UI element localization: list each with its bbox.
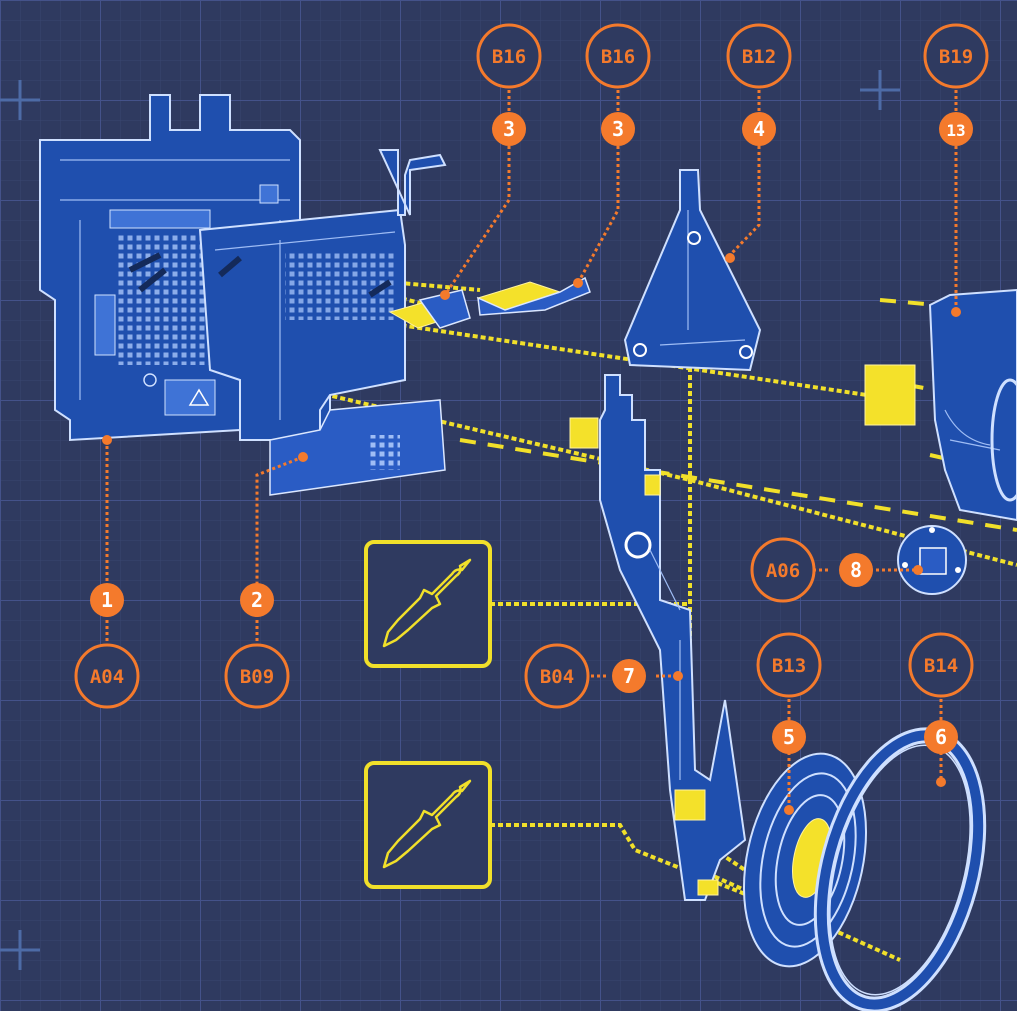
callout-3a: B16 3: [440, 23, 542, 300]
callout-number: 1: [101, 588, 113, 612]
part-triangle-bracket: [623, 169, 762, 372]
part-adhesive-pads: [388, 276, 591, 329]
callout-number: 3: [503, 117, 515, 141]
callout-7: B04 7: [524, 643, 683, 709]
callout-1: A04 1: [74, 435, 140, 709]
callout-code: B12: [742, 46, 776, 68]
callout-number: 3: [612, 117, 624, 141]
callout-number: 4: [753, 117, 765, 141]
callout-code: B09: [240, 666, 274, 688]
callout-code: B04: [540, 666, 574, 688]
part-second-board: [198, 149, 447, 496]
tool-box-2: [364, 761, 492, 889]
callout-code: B13: [772, 655, 806, 677]
part-long-arm: [569, 374, 747, 901]
callout-code: A06: [766, 560, 800, 582]
callout-code: B16: [601, 46, 635, 68]
callout-number: 8: [850, 558, 862, 582]
leader-lines: [105, 90, 958, 808]
callout-code: B19: [939, 46, 973, 68]
soldering-iron-icon: [382, 779, 472, 869]
callout-4: B12 4: [725, 23, 792, 263]
callout-5: B13 5: [756, 632, 822, 815]
callout-8: A06 8: [750, 537, 923, 603]
callout-6: B14 6: [908, 632, 974, 787]
callout-number: 13: [946, 121, 965, 140]
soldering-iron-icon: [382, 558, 472, 648]
callout-2: B09 2: [224, 452, 308, 709]
callout-3b: B16 3: [573, 23, 651, 288]
part-gear-disc: [897, 525, 967, 595]
registration-marks: [0, 70, 900, 970]
callout-code: A04: [90, 666, 124, 688]
callout-number: 7: [623, 664, 635, 688]
callout-number: 2: [251, 588, 263, 612]
callout-code: B14: [924, 655, 958, 677]
callout-number: 6: [935, 725, 947, 749]
callout-number: 5: [783, 725, 795, 749]
callout-13: B19 13: [923, 23, 989, 317]
callout-code: B16: [492, 46, 526, 68]
part-right-frame: [864, 288, 1017, 522]
tool-box-1: [364, 540, 492, 668]
